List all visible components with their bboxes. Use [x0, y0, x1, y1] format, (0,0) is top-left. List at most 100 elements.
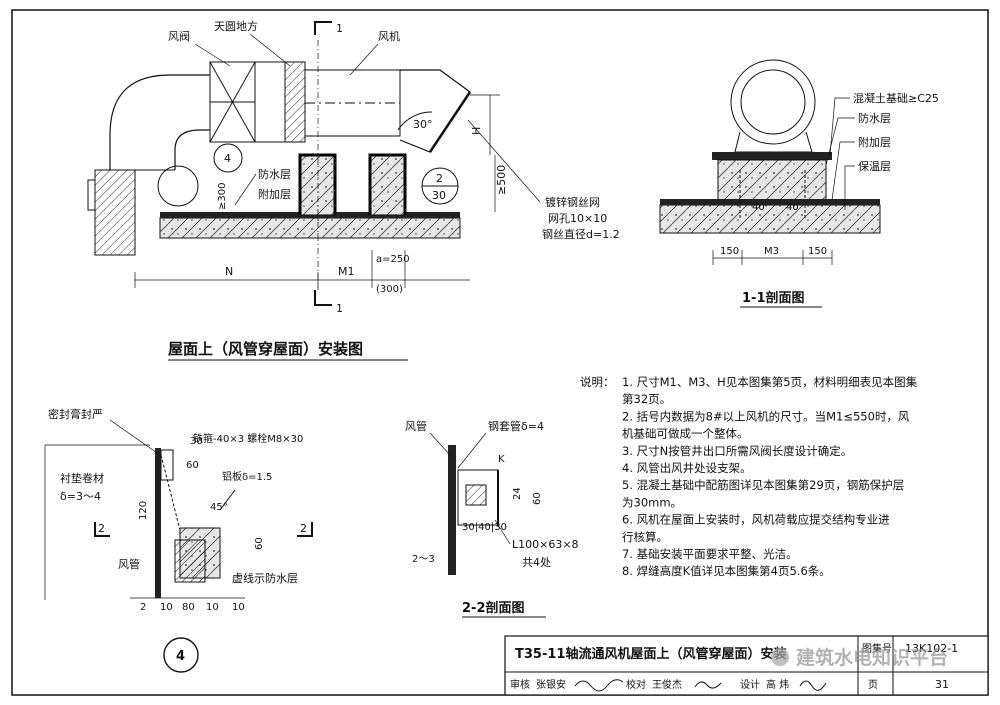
- label-sealant: 密封膏封严: [48, 407, 103, 421]
- outlet-hood: [399, 69, 471, 153]
- watermark-text: 建筑水电知识平台: [796, 646, 948, 669]
- label-mesh-spec1: 网孔10×10: [548, 212, 607, 225]
- label-damper: 风阀: [168, 29, 190, 43]
- label-angle-steel: L100×63×8: [512, 538, 579, 551]
- note-line: 2. 括号内数据为8#以上风机的尺寸。当M1≤550时，风: [622, 409, 910, 423]
- dim-40b: 40: [786, 202, 799, 213]
- watermark: 建筑水电知识平台: [771, 646, 948, 669]
- section-mark-2-left: 2: [98, 522, 105, 535]
- label-count: 共4处: [522, 556, 551, 569]
- dim-m3: M3: [764, 246, 779, 257]
- dim-60b-detail: 60: [254, 537, 265, 550]
- title-block: T35-11轴流通风机屋面上（风管穿屋面）安装 图集号 13K102-1 页 3…: [504, 635, 989, 696]
- label-liner-thickness: δ=3～4: [60, 490, 101, 503]
- fan-ring: [730, 59, 816, 145]
- section-2-2-title: 2-2剖面图: [462, 600, 525, 616]
- dim-60-detail: 60: [186, 460, 199, 471]
- checker-signature: [694, 681, 722, 689]
- detail-4-bottom-dim: 80: [182, 602, 195, 613]
- label-additional-main: 附加层: [258, 187, 291, 201]
- detail-4-callout: [163, 637, 199, 673]
- roof-slab: [159, 217, 461, 239]
- label-k: K: [498, 454, 505, 465]
- label-waterproof-11: 防水层: [858, 111, 891, 125]
- label-alum-plate: 铝板δ=1.5: [222, 470, 272, 483]
- note-line: 1. 尺寸M1、M3、H见本图集第5页，材料明细表见本图集: [622, 375, 918, 389]
- main-view-title: 屋面上（风管穿屋面）安装图: [168, 340, 363, 358]
- detail-circle: [157, 165, 199, 207]
- label-duct-detail: 风管: [118, 557, 140, 571]
- dim-h: H: [470, 127, 483, 135]
- atlas-number: 13K102-1: [905, 642, 958, 655]
- callout-30-text: 30: [432, 189, 446, 202]
- label-waterproof-main: 防水层: [258, 167, 291, 181]
- label-concrete: 混凝土基础≥C25: [853, 91, 939, 105]
- label-transition: 天圆地方: [214, 19, 258, 33]
- section-mark-2-right: 2: [300, 522, 307, 535]
- label-liner: 衬垫卷材: [60, 471, 104, 485]
- notes-block: 说明： 1. 尺寸M1、M3、H见本图集第5页，材料明细表见本图集 第32页。 2…: [580, 375, 918, 578]
- detail-4-bottom-dim: 2: [140, 602, 146, 613]
- page-label: 页: [868, 679, 878, 691]
- note-line: 第32页。: [622, 392, 671, 406]
- section-mark-top: [314, 21, 332, 35]
- dim-300: ≥300: [217, 183, 228, 210]
- dim-500: ≥500: [495, 165, 508, 195]
- label-fan: 风机: [378, 29, 400, 43]
- detail-4-bottom-dim: 10: [160, 602, 173, 613]
- note-line: 5. 混凝土基础中配筋图详见本图集第29页，钢筋保护层: [622, 478, 904, 492]
- detail-4: 密封膏封严 衬垫卷材 δ=3～4 铁箍-40×3 螺栓M8×30 铝板δ=1.5…: [44, 407, 313, 673]
- section-mark-label-bottom: 1: [336, 302, 343, 315]
- design-label: 设计: [740, 678, 760, 691]
- section-1-1: 混凝土基础≥C25 防水层 附加层 保温层 40 40 150 M3 150 1…: [659, 59, 939, 308]
- label-mesh-spec2: 钢丝直径d=1.2: [542, 227, 620, 241]
- dim-150a: 150: [720, 246, 739, 257]
- label-mesh: 镀锌钢丝网: [545, 195, 600, 209]
- label-dashed-waterproof: 虚线示防水层: [232, 571, 298, 585]
- duct-wall-detail: [155, 448, 161, 598]
- label-additional-11: 附加层: [858, 135, 891, 149]
- label-iron-band: 铁箍-40×3 螺栓M8×30: [193, 432, 303, 445]
- designer-name: 高 炜: [766, 678, 789, 691]
- section-mark-bottom: [314, 290, 332, 306]
- dim-30-40-30: 30|40|30: [462, 522, 507, 533]
- fan-curb-right: [369, 154, 406, 216]
- dim-120-detail: 120: [138, 501, 149, 520]
- section-mark-label-top: 1: [336, 22, 343, 35]
- dim-a2: (300): [376, 284, 403, 295]
- dim-a: a=250: [376, 254, 410, 265]
- note-line: 4. 风管出风井处设支架。: [622, 461, 752, 475]
- checker-name: 王俊杰: [652, 678, 682, 691]
- label-insulation-11: 保温层: [858, 159, 891, 173]
- label-45: 45°: [210, 502, 228, 513]
- duct-wall-2-2: [448, 445, 456, 575]
- dim-30-detail: 30: [190, 436, 203, 447]
- review-label: 审核: [510, 678, 530, 691]
- callout-2-text: 2: [436, 172, 443, 185]
- detail-4-id: 4: [176, 649, 185, 664]
- note-line: 3. 尺寸N按管井出口所需风阀长度设计确定。: [622, 444, 852, 458]
- dim-150b: 150: [808, 246, 827, 257]
- dim-n: N: [225, 265, 233, 278]
- main-install-view: 1 1 风阀 天圆地方 风机 30° 4 防水层 附加层 ≥300 2 30 H…: [87, 19, 620, 361]
- reviewer-name: 张银安: [536, 678, 566, 691]
- detail-4-bottom-dim: 10: [232, 602, 245, 613]
- sheet-frame: [11, 9, 989, 696]
- roof-slab-1-1: [659, 204, 881, 234]
- dim-40a: 40: [752, 202, 765, 213]
- notes-heading: 说明：: [580, 375, 615, 389]
- page-number: 31: [935, 678, 949, 691]
- detail-4-bottom-dim: 10: [206, 602, 219, 613]
- callout-4-text: 4: [224, 152, 231, 165]
- label-sleeve: 钢套管δ=4: [488, 419, 544, 433]
- check-label: 校对: [626, 678, 646, 691]
- section-2-2: 风管 钢套管δ=4 K 24 60 L100×63×8 共4处 2～3 30|4…: [405, 419, 579, 618]
- dim-60-22: 60: [532, 492, 543, 505]
- callout-4: [213, 143, 243, 173]
- label-duct-2-2: 风管: [405, 419, 427, 433]
- dim-24: 24: [512, 487, 523, 500]
- fan-curb-left: [299, 154, 336, 216]
- label-angle-30: 30°: [413, 118, 433, 131]
- note-line: 行核算。: [622, 530, 668, 544]
